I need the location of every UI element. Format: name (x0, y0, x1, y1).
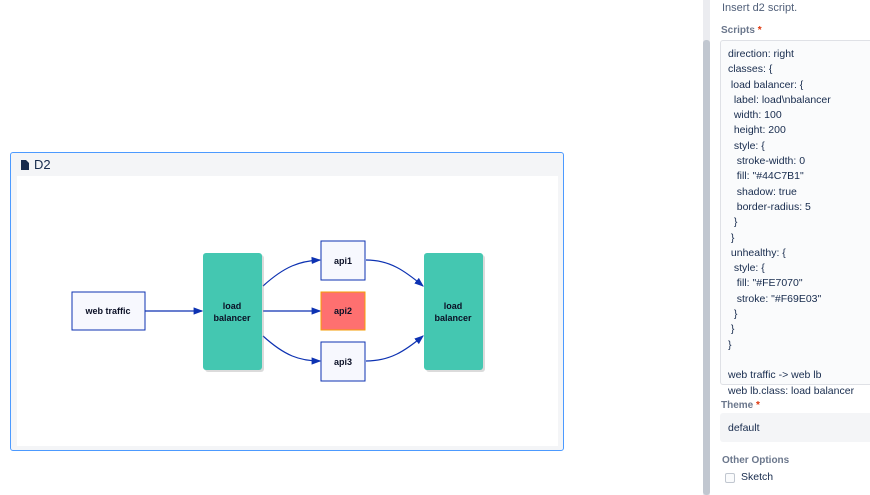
edge-api1-lb2 (365, 259, 424, 287)
macro-title: D2 (34, 157, 51, 172)
scrollbar-thumb[interactable] (703, 40, 710, 495)
node-load-balancer-1[interactable]: load balancer (203, 253, 264, 372)
edge-lb-api3 (262, 335, 322, 365)
edge-api3-lb2 (365, 335, 424, 362)
d2-macro-card[interactable]: D2 web traffic load balancer api1 api2 ap… (10, 152, 564, 451)
svg-text:api1: api1 (334, 256, 352, 266)
svg-text:balancer: balancer (434, 313, 472, 323)
node-web-traffic[interactable]: web traffic (71, 291, 146, 331)
svg-text:load: load (223, 301, 242, 311)
svg-text:load: load (444, 301, 463, 311)
svg-text:api2: api2 (334, 306, 352, 316)
sketch-label[interactable]: Sketch (741, 471, 774, 483)
scripts-textarea[interactable]: direction: right classes: { load balance… (720, 40, 870, 397)
svg-text:web traffic: web traffic (84, 306, 130, 316)
document-icon (21, 159, 29, 170)
svg-text:balancer: balancer (213, 313, 251, 323)
node-api2[interactable]: api2 (320, 291, 366, 331)
panel-hint: Insert d2 script. (722, 2, 798, 14)
scripts-label: Scripts * (721, 25, 762, 36)
svg-text:api3: api3 (334, 357, 352, 367)
node-api1[interactable]: api1 (320, 240, 366, 281)
theme-select[interactable]: default (720, 413, 870, 442)
sketch-checkbox[interactable] (725, 473, 735, 483)
other-options-label: Other Options (722, 455, 790, 466)
edge-lb-api1 (262, 256, 322, 287)
theme-label: Theme * (721, 400, 760, 411)
node-api3[interactable]: api3 (320, 341, 366, 382)
node-load-balancer-2[interactable]: load balancer (424, 253, 485, 372)
macro-header: D2 (11, 153, 563, 176)
